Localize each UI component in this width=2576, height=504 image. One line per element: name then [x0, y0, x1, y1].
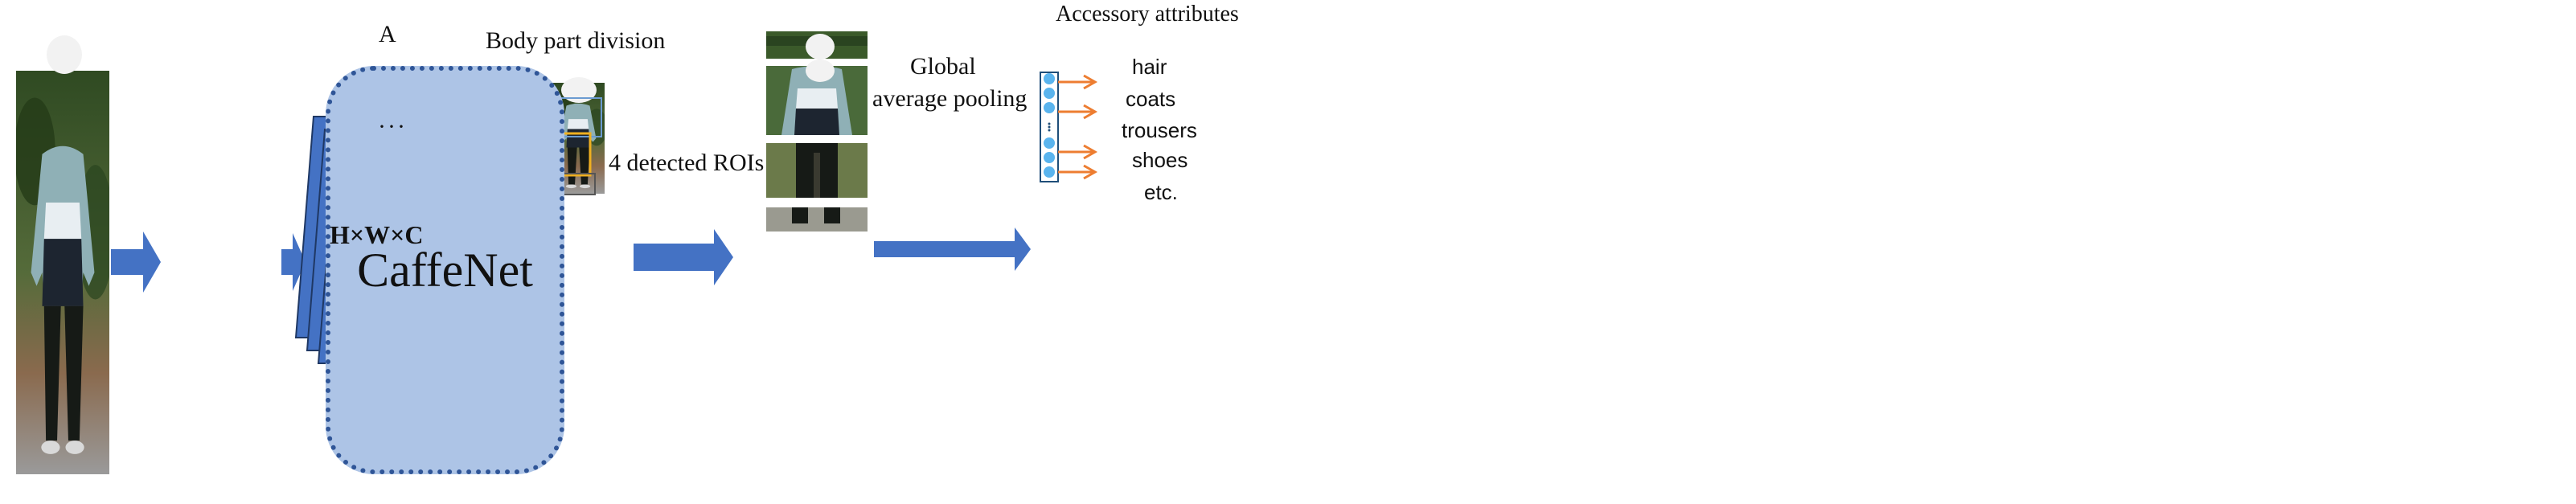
body-part-division-label: Body part division: [486, 27, 666, 54]
gap-line1: Global: [910, 53, 976, 80]
label-a: A: [379, 21, 396, 47]
attr-shoes: shoes: [1132, 148, 1188, 172]
arrow-2: [281, 233, 306, 291]
attr-coats: coats: [1126, 87, 1176, 111]
pooled-vector: [1040, 72, 1059, 182]
attr-trousers: trousers: [1122, 118, 1197, 142]
arrow-1: [111, 232, 161, 293]
attr-hair: hair: [1132, 55, 1167, 79]
gap-line2: average pooling: [872, 85, 1028, 112]
attr-etc: etc.: [1144, 180, 1178, 204]
arrow-4: [634, 229, 733, 285]
caffenet-block: CaffeNet: [326, 66, 564, 474]
roi-crops: [766, 31, 868, 232]
attribute-arrows: [1058, 74, 1098, 180]
accessory-title: Accessory attributes: [1056, 2, 1239, 27]
hwc-label: H×W×C: [330, 220, 424, 249]
arrow-5: [874, 227, 1031, 271]
input-person-image: [14, 35, 114, 474]
rois-label: 4 detected ROIs: [609, 150, 765, 176]
caffenet-label: CaffeNet: [357, 243, 533, 297]
ellipsis-label: ···: [378, 113, 407, 140]
